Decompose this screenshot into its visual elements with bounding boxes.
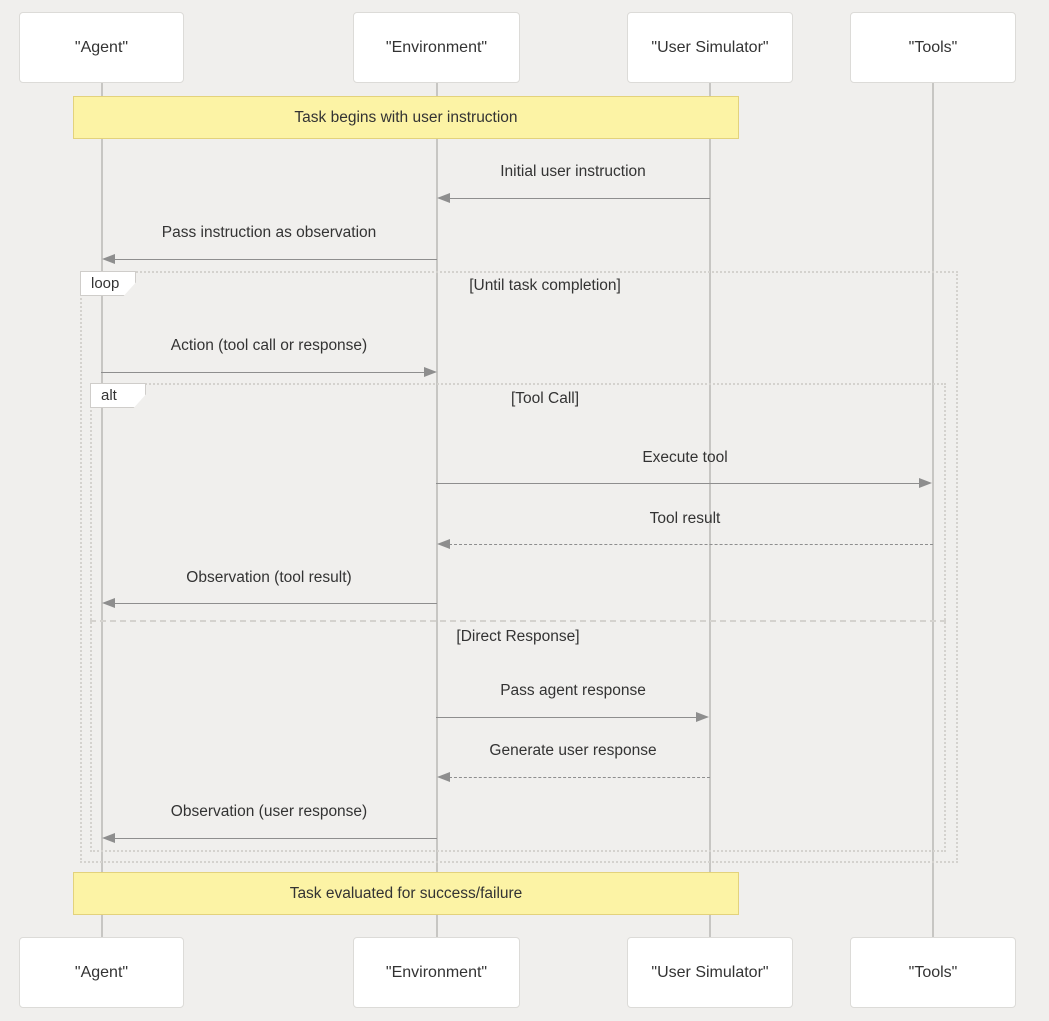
- participant-environment-top: "Environment": [353, 12, 520, 83]
- arrowhead-left-icon: [102, 833, 115, 843]
- message-label: Pass agent response: [500, 682, 646, 699]
- note-task-evaluated: Task evaluated for success/failure: [73, 872, 739, 915]
- participant-tools-bottom: "Tools": [850, 937, 1016, 1008]
- arrowhead-left-icon: [437, 539, 450, 549]
- participant-label: "Environment": [385, 963, 488, 981]
- note-text: Task evaluated for success/failure: [289, 884, 523, 902]
- alt-divider: [90, 620, 946, 622]
- message-line: [449, 198, 710, 199]
- message-line: [114, 259, 437, 260]
- alt-tag-label: alt: [101, 387, 117, 404]
- message-label: Observation (tool result): [186, 569, 352, 586]
- arrowhead-right-icon: [696, 712, 709, 722]
- participant-tools-top: "Tools": [850, 12, 1016, 83]
- message-label: Action (tool call or response): [170, 337, 368, 354]
- participant-user-simulator-top: "User Simulator": [627, 12, 793, 83]
- alt-frame: [90, 383, 946, 852]
- message-line: [436, 717, 697, 718]
- message-label: Pass instruction as observation: [161, 224, 377, 241]
- loop-condition: [Until task completion]: [469, 277, 621, 294]
- participant-label: "Environment": [385, 38, 488, 56]
- loop-tag: loop: [80, 271, 136, 296]
- note-text: Task begins with user instruction: [294, 108, 518, 126]
- arrowhead-right-icon: [424, 367, 437, 377]
- participant-label: "Tools": [908, 963, 958, 981]
- alt-tag: alt: [90, 383, 146, 408]
- participant-environment-bottom: "Environment": [353, 937, 520, 1008]
- arrowhead-left-icon: [102, 254, 115, 264]
- message-label: Initial user instruction: [500, 163, 646, 180]
- loop-tag-label: loop: [91, 275, 120, 292]
- participant-label: "Tools": [908, 38, 958, 56]
- participant-agent-top: "Agent": [19, 12, 184, 83]
- message-line: [101, 372, 425, 373]
- arrowhead-right-icon: [919, 478, 932, 488]
- arrowhead-left-icon: [437, 772, 450, 782]
- participant-user-simulator-bottom: "User Simulator": [627, 937, 793, 1008]
- lifeline-environment: [436, 83, 438, 937]
- message-line: [436, 483, 920, 484]
- participant-label: "User Simulator": [651, 963, 769, 981]
- message-label: Generate user response: [489, 742, 657, 759]
- participant-agent-bottom: "Agent": [19, 937, 184, 1008]
- lifeline-user-simulator: [709, 83, 711, 937]
- participant-label: "User Simulator": [651, 38, 769, 56]
- participant-label: "Agent": [74, 38, 129, 56]
- message-line: [114, 603, 437, 604]
- arrowhead-left-icon: [102, 598, 115, 608]
- lifeline-tools: [932, 83, 934, 937]
- participant-label: "Agent": [74, 963, 129, 981]
- message-line-dashed: [449, 777, 710, 778]
- message-label: Observation (user response): [170, 803, 368, 820]
- alt-condition-direct-response: [Direct Response]: [456, 628, 580, 645]
- message-line: [114, 838, 437, 839]
- alt-condition-tool-call: [Tool Call]: [510, 390, 580, 407]
- loop-frame: [80, 271, 958, 863]
- lifeline-agent: [101, 83, 103, 937]
- message-label: Execute tool: [642, 449, 728, 466]
- message-label: Tool result: [649, 510, 721, 527]
- message-line-dashed: [449, 544, 933, 545]
- arrowhead-left-icon: [437, 193, 450, 203]
- note-task-begins: Task begins with user instruction: [73, 96, 739, 139]
